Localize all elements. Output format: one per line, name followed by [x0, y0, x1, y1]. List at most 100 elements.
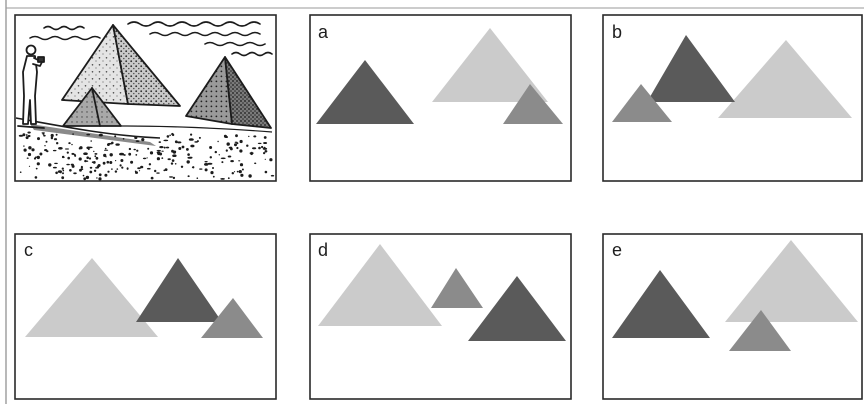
ground-stipple-dot [135, 140, 140, 143]
ground-stipple-dot [22, 133, 26, 137]
ground-stipple-dot [190, 144, 195, 148]
ground-stipple-dot [230, 160, 234, 163]
ground-stipple-dot [115, 160, 117, 162]
ground-stipple-dot [264, 170, 268, 174]
ground-stipple-dot [37, 137, 40, 141]
ground-stipple-dot [204, 161, 208, 163]
ground-stipple-dot [97, 164, 101, 167]
option-panel-b: b [602, 14, 863, 182]
ground-stipple-dot [218, 154, 220, 156]
ground-stipple-dot [196, 177, 199, 179]
ground-stipple-dot [140, 165, 144, 169]
medium-triangle [729, 310, 791, 351]
ground-stipple-dot [82, 174, 85, 177]
option-a-label: a [318, 22, 329, 42]
ground-stipple-dot [33, 157, 37, 160]
ground-stipple-dot [226, 142, 230, 146]
ground-stipple-dot [263, 152, 266, 155]
ground-stipple-dot [89, 166, 93, 169]
ground-stipple-dot [115, 143, 120, 146]
ground-stipple-dot [73, 172, 77, 175]
light-triangle [432, 28, 548, 102]
ground-stipple-dot [154, 169, 157, 173]
ground-stipple-dot [133, 148, 136, 151]
ground-stipple-dot [196, 140, 199, 143]
ground-stipple-dot [263, 136, 267, 139]
ground-stipple-dot [123, 154, 126, 156]
dark-triangle [468, 276, 566, 341]
ground-stipple-dot [23, 145, 25, 147]
ground-stipple-dot [186, 160, 190, 164]
ground-stipple-dot [238, 170, 242, 174]
ground-stipple-dot [142, 157, 147, 160]
ground-stipple-dot [54, 162, 58, 165]
ground-stipple-dot [150, 176, 154, 180]
ground-stipple-dot [263, 142, 268, 144]
option-b-label: b [612, 22, 622, 42]
ground-stipple-dot [220, 178, 225, 180]
ground-stipple-dot [187, 156, 193, 159]
ground-stipple-dot [220, 157, 226, 160]
ground-stipple-dot [93, 150, 95, 153]
large-pyramid-right-face [112, 24, 181, 107]
ground-stipple-dot [135, 154, 138, 156]
ground-stipple-dot [93, 169, 97, 172]
ground-stipple-dot [246, 144, 249, 147]
man-head [25, 44, 37, 56]
ground-stipple-dot [248, 174, 252, 178]
ground-stipple-dot [209, 146, 213, 149]
ground-stipple-dot [138, 170, 141, 172]
ground-stipple-dot [161, 150, 164, 152]
ground-stipple-dot [177, 141, 182, 144]
ground-stipple-dot [44, 149, 48, 152]
ground-stipple-dot [27, 134, 31, 138]
ground-stipple-dot [83, 177, 87, 181]
ground-stipple-dot [231, 172, 234, 175]
man-shadow [17, 125, 45, 129]
ground-stipple-dot [210, 171, 214, 175]
ground-stipple-dot [146, 157, 148, 159]
ground-stipple-dot [250, 152, 253, 156]
ground-stipple [18, 131, 275, 181]
man-body [22, 55, 38, 125]
ground-stipple-dot [79, 168, 82, 172]
option-c-label: c [24, 240, 33, 260]
ground-stipple-dot [96, 177, 98, 179]
ground-stipple-dot [114, 135, 117, 138]
ground-stipple-dot [169, 176, 173, 178]
ground-stipple-dot [156, 172, 160, 174]
ground-stipple-dot [234, 141, 238, 143]
ground-stipple-dot [104, 147, 107, 150]
ground-stipple-dot [270, 174, 275, 177]
light-triangle [718, 40, 852, 118]
ground-stipple-dot [62, 172, 64, 175]
ground-stipple-dot [94, 153, 98, 155]
ground-stipple-dot [48, 163, 52, 167]
ground-stipple-dot [23, 148, 27, 152]
ground-stipple-dot [44, 145, 46, 147]
ground-stipple-dot [34, 176, 38, 179]
ground-stipple-dot [50, 133, 54, 138]
ground-stipple-dot [35, 167, 38, 170]
ground-stipple-dot [181, 145, 185, 149]
ground-stipple-dot [119, 164, 122, 167]
ground-stipple-dot [114, 170, 118, 173]
cloud-line [149, 31, 261, 37]
ground-stipple-dot [141, 138, 145, 142]
medium-triangle [503, 84, 563, 124]
ground-stipple-dot [72, 133, 74, 135]
ground-stipple-dot [130, 160, 134, 164]
ground-stipple-dot [163, 169, 166, 172]
ground-stipple-dot [262, 147, 268, 150]
ground-stipple-dot [239, 163, 244, 167]
ground-stipple-dot [107, 143, 110, 147]
ground-stipple-dot [43, 134, 46, 137]
ground-stipple-dot [164, 168, 168, 172]
ground-stipple-dot [146, 167, 151, 170]
medium-triangle [431, 268, 483, 308]
ground-stipple-dot [225, 149, 228, 152]
ground-stipple-dot [214, 150, 217, 154]
ground-stipple-dot [172, 176, 176, 180]
dark-pyramid-right-face [224, 56, 272, 129]
ground-stipple-dot [94, 155, 97, 158]
